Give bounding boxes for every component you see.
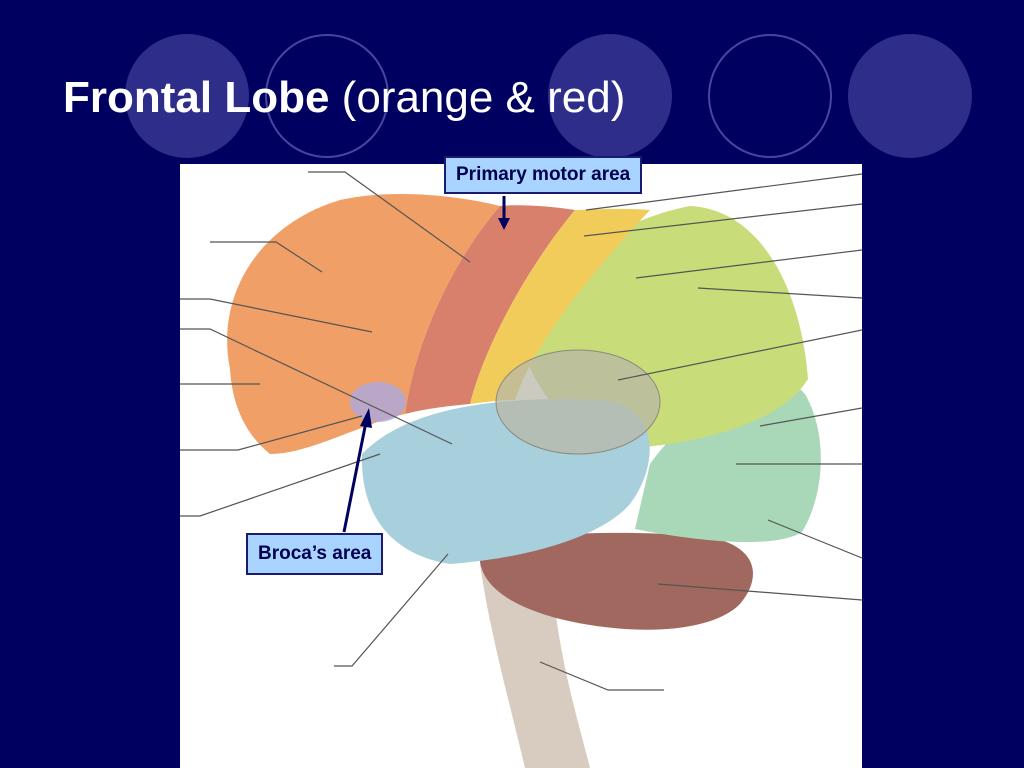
leader-line	[697, 287, 862, 299]
broca-pointer-arrow	[342, 421, 368, 533]
brain-illustration	[180, 171, 862, 768]
leader-line	[583, 203, 862, 237]
occipital-lobe	[635, 382, 821, 543]
decorative-circle	[848, 34, 972, 158]
leader-line	[180, 328, 453, 445]
broca-area-label: Broca’s area	[246, 533, 384, 575]
sensory-strip	[470, 208, 650, 404]
leader-line	[308, 171, 471, 263]
decorative-circle	[125, 34, 249, 158]
leader-line	[585, 173, 862, 211]
leader-line	[617, 329, 862, 381]
brainstem	[480, 564, 590, 768]
decorative-circle	[548, 34, 672, 158]
slide-title: Frontal Lobe (orange & red)	[63, 70, 625, 126]
leader-line	[180, 415, 363, 451]
leader-line	[759, 407, 862, 427]
primary-motor-area	[405, 205, 575, 414]
decorative-ring	[265, 34, 389, 158]
leader-line	[210, 241, 323, 273]
cerebellum	[479, 532, 753, 630]
leader-line	[334, 553, 449, 667]
leader-line	[657, 583, 862, 601]
decorative-ring	[708, 34, 832, 158]
motor-arrowhead	[498, 218, 510, 230]
slide-title-rest: (orange & red)	[341, 73, 626, 122]
primary-motor-area-label: Primary motor area	[444, 156, 643, 194]
brain-diagram-panel	[180, 164, 862, 768]
wernicke-area	[495, 349, 661, 455]
leader-line	[180, 453, 381, 517]
broca-area	[350, 382, 406, 422]
frontal-lobe	[227, 193, 500, 454]
broca-arrowhead	[360, 408, 372, 428]
leader-line	[180, 298, 373, 333]
leader-line	[539, 661, 664, 691]
leader-line	[767, 519, 862, 559]
slide-title-bold: Frontal Lobe	[63, 73, 330, 122]
leader-line	[635, 249, 862, 279]
